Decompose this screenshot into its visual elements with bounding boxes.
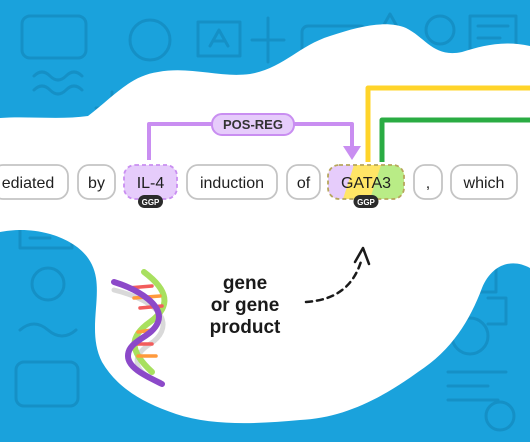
token-of[interactable]: of [286,164,321,200]
token-text: of [297,175,311,192]
entity-badge-label: GGP [357,198,375,207]
entity-badge-label: GGP [142,198,160,207]
token-mediated[interactable]: ediated [0,164,69,200]
token-il4[interactable]: IL-4 GGP [123,164,178,208]
arc-green [379,117,530,162]
dna-icon [111,269,168,387]
legend-line-3: product [210,317,281,338]
token-gata3[interactable]: GATA3 GGP [327,164,405,208]
relation-arrow-pos-reg: POS-REG [147,113,361,160]
token-text: GATA3 [341,175,391,192]
token-comma[interactable]: , [413,164,443,200]
token-text: which [463,175,505,192]
token-text: by [88,175,105,192]
legend-line-1: gene [223,273,267,294]
pointer-arrow [304,246,371,304]
highlight-blob [0,24,530,424]
relation-label-box [211,113,295,136]
legend-line-2: or gene [211,295,280,316]
token-text: ediated [2,175,55,192]
token-text: induction [200,175,264,192]
relation-label: POS-REG [223,117,283,132]
token-which[interactable]: which [450,164,518,200]
token-by[interactable]: by [77,164,116,200]
token-text: IL-4 [137,175,165,192]
entity-badge [353,195,379,208]
arc-yellow [365,85,530,162]
token-induction[interactable]: induction [186,164,278,200]
token-text: , [426,175,430,192]
legend-text: gene or gene product [210,273,281,338]
entity-badge [138,195,163,208]
